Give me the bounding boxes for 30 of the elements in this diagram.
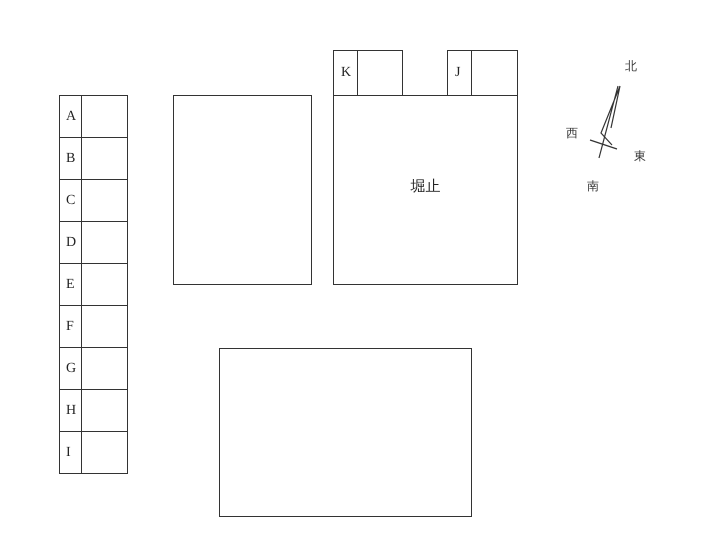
stall-letter: D [66, 234, 76, 250]
empty-lot [219, 348, 472, 517]
stall-letter: A [66, 108, 76, 124]
stall-letter: I [66, 444, 71, 460]
stall-letter: C [66, 192, 76, 208]
north-label: 北 [625, 58, 637, 75]
building-outline [333, 95, 518, 285]
parking-stall [59, 431, 128, 474]
parking-stall [59, 305, 128, 348]
stall-letter: K [341, 65, 352, 81]
parking-stall [447, 50, 518, 96]
stall-letter: B [66, 150, 76, 166]
east-label: 東 [634, 148, 646, 165]
south-label: 南 [587, 178, 599, 195]
parking-stall [59, 347, 128, 390]
stall-letter: F [66, 318, 74, 334]
parking-stall [59, 263, 128, 306]
stall-letter: H [66, 402, 76, 418]
parking-stall [59, 95, 128, 138]
parking-stall [59, 179, 128, 222]
parking-stall [333, 50, 403, 96]
parking-stall [59, 137, 128, 180]
building-name: 堀止 [410, 177, 440, 196]
parking-stall [59, 221, 128, 264]
empty-lot [173, 95, 312, 285]
stall-letter: J [455, 65, 460, 81]
parking-stall [59, 389, 128, 432]
stall-letter: G [66, 360, 76, 376]
stall-letter: E [66, 276, 75, 292]
west-label: 西 [566, 125, 578, 142]
